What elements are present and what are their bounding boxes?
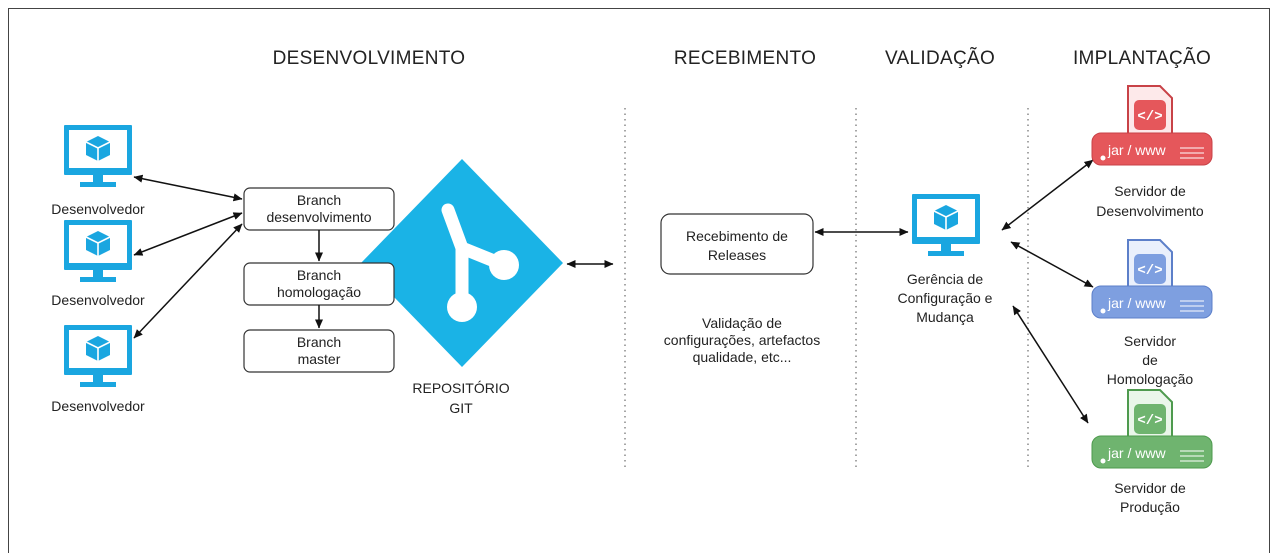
- server-producao: </> jar / www Servidor de Produção: [1091, 389, 1213, 515]
- connector-arrow: [1001, 159, 1094, 231]
- connector-arrow: [133, 174, 243, 202]
- branch-label: Branch: [297, 267, 341, 283]
- server-homologacao: </> jar / www Servidor de Homologação: [1091, 239, 1213, 387]
- developer-label: Desenvolvedor: [51, 292, 145, 308]
- svg-text:Validação de: Validação de: [702, 315, 782, 331]
- server-badge: jar / www: [1107, 445, 1166, 461]
- monitor-icon: [63, 219, 133, 283]
- branch-master: Branch master: [243, 329, 395, 373]
- diagram-frame: [8, 8, 1270, 553]
- branch-label: desenvolvimento: [266, 209, 371, 225]
- connector-arrow: [1012, 305, 1089, 424]
- code-file-icon: </>: [1127, 389, 1173, 441]
- gerencia-configuracao: Gerência de Configuração e Mudança: [898, 193, 993, 325]
- section-title-desenvolvimento: DESENVOLVIMENTO: [273, 48, 466, 69]
- validation-note: Validação de configurações, artefactos q…: [664, 315, 820, 365]
- developer-2: Desenvolvedor: [51, 219, 145, 308]
- svg-text:</>: </>: [1137, 263, 1162, 279]
- recebimento-releases: Recebimento de Releases: [660, 213, 814, 275]
- connector-arrow: [1010, 241, 1094, 288]
- developer-label: Desenvolvedor: [51, 201, 145, 217]
- svg-text:</>: </>: [1137, 109, 1162, 125]
- code-file-icon: </>: [1127, 239, 1173, 291]
- developer-1: Desenvolvedor: [51, 124, 145, 217]
- recebimento-label: Releases: [708, 247, 766, 263]
- server-label: Desenvolvimento: [1096, 203, 1204, 219]
- developer-3: Desenvolvedor: [51, 324, 145, 414]
- recebimento-label: Recebimento de: [686, 228, 788, 244]
- server-badge: jar / www: [1107, 295, 1166, 311]
- svg-text:</>: </>: [1137, 413, 1162, 429]
- svg-text:configurações, artefactos: configurações, artefactos: [664, 332, 820, 348]
- svg-text:Mudança: Mudança: [916, 309, 974, 325]
- git-label-line1: REPOSITÓRIO: [412, 380, 509, 396]
- branch-label: Branch: [297, 192, 341, 208]
- server-label: Homologação: [1107, 371, 1194, 387]
- monitor-icon: [63, 324, 133, 388]
- connector-arrow: [133, 223, 243, 339]
- monitor-icon: [63, 124, 133, 188]
- connector-arrow: [133, 212, 243, 256]
- server-label: Produção: [1120, 499, 1180, 515]
- branch-label: master: [298, 351, 341, 367]
- server-label: Servidor: [1124, 333, 1176, 349]
- section-title-recebimento: RECEBIMENTO: [674, 48, 816, 69]
- server-badge: jar / www: [1107, 142, 1166, 158]
- svg-text:Configuração e: Configuração e: [898, 290, 993, 306]
- svg-text:qualidade, etc...: qualidade, etc...: [693, 349, 792, 365]
- branch-homologacao: Branch homologação: [243, 262, 395, 306]
- server-label: de: [1142, 352, 1158, 368]
- server-label: Servidor de: [1114, 480, 1186, 496]
- code-file-icon: </>: [1127, 85, 1173, 137]
- branch-desenvolvimento: Branch desenvolvimento: [243, 187, 395, 231]
- branch-label: Branch: [297, 334, 341, 350]
- server-label: Servidor de: [1114, 183, 1186, 199]
- server-desenvolvimento: </> jar / www Servidor de Desenvolviment…: [1091, 85, 1213, 219]
- git-label-line2: GIT: [449, 400, 473, 416]
- section-title-validacao: VALIDAÇÃO: [885, 47, 995, 69]
- section-title-implantacao: IMPLANTAÇÃO: [1073, 47, 1211, 69]
- monitor-icon: [911, 193, 981, 257]
- developer-label: Desenvolvedor: [51, 398, 145, 414]
- git-repository: REPOSITÓRIO GIT: [361, 159, 563, 416]
- svg-text:Gerência de: Gerência de: [907, 271, 983, 287]
- branch-label: homologação: [277, 284, 361, 300]
